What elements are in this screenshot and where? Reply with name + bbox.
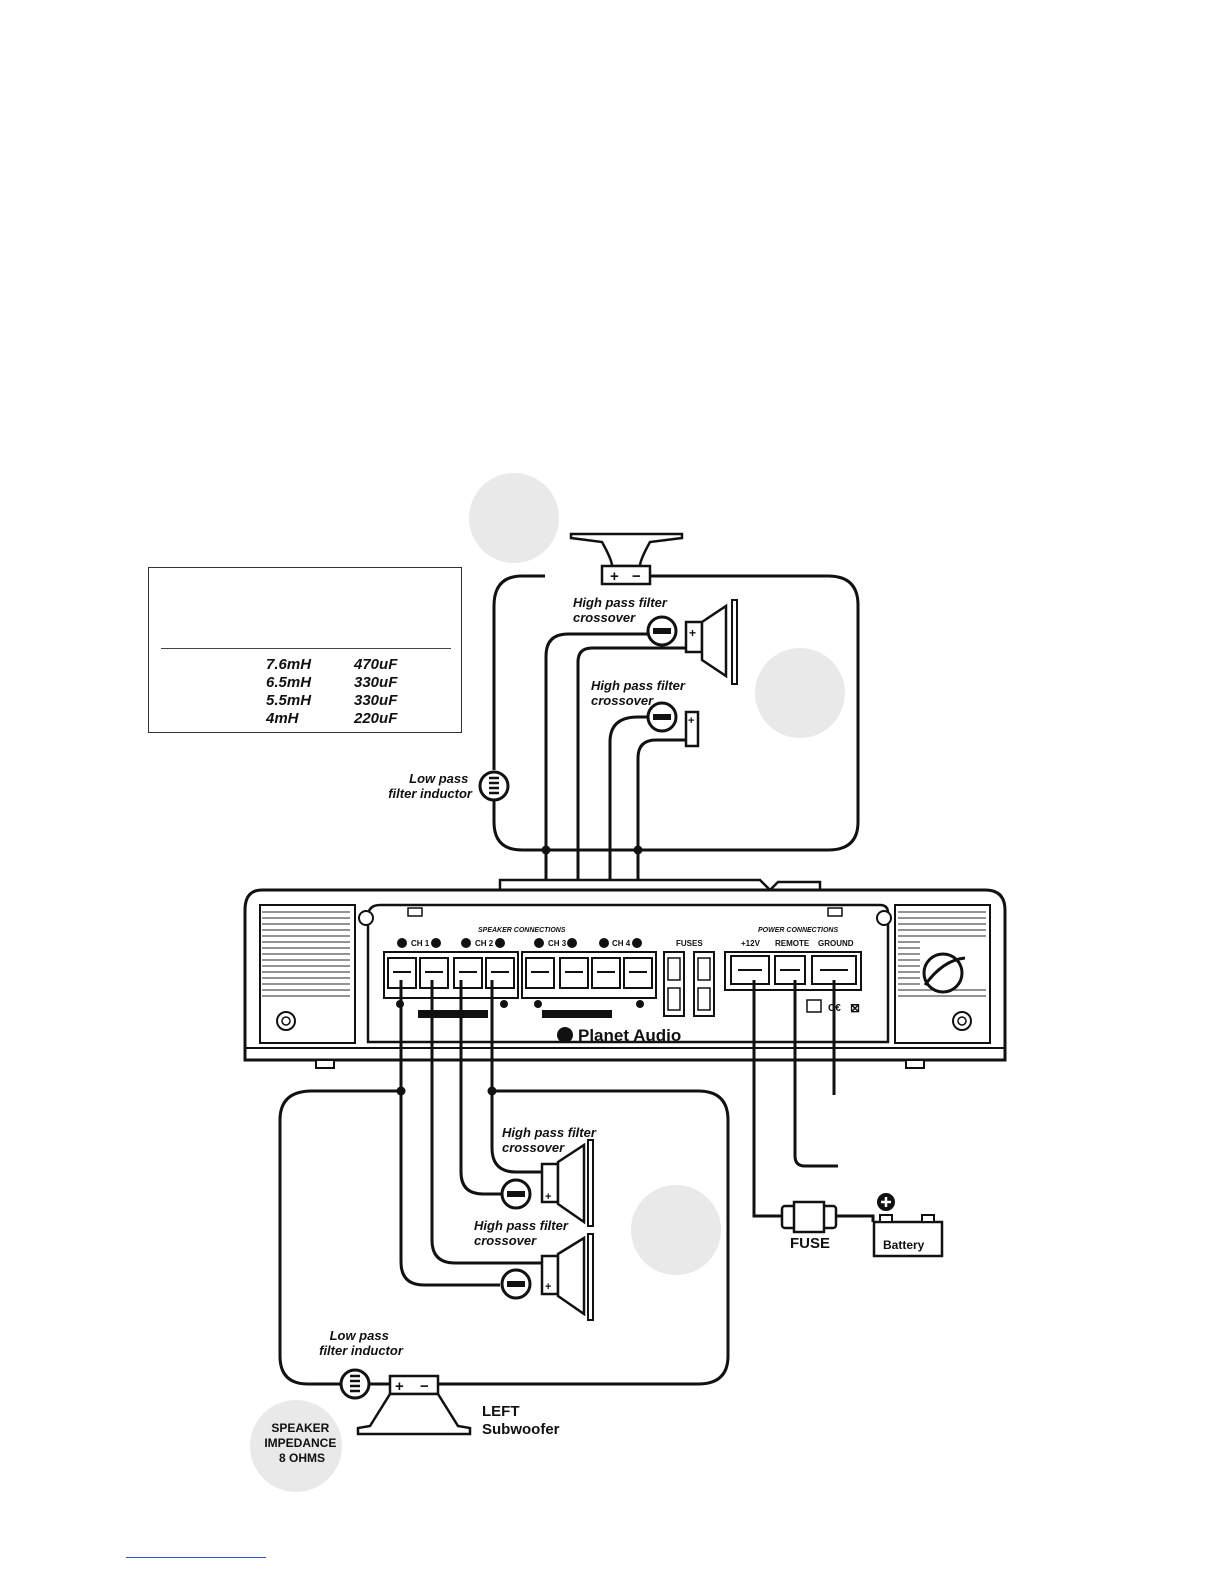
- heatsink-fins-left: [262, 911, 350, 997]
- junction-dot: [396, 1086, 406, 1096]
- junction-dot: [487, 1086, 497, 1096]
- channel-2-label: CH 2: [475, 939, 494, 948]
- impedance-label: SPEAKER IMPEDANCE 8 OHMS: [264, 1421, 339, 1465]
- svg-text:+: +: [545, 1281, 551, 1293]
- brand-name: Planet Audio: [578, 1026, 681, 1045]
- svg-text:−: −: [632, 568, 641, 585]
- bottom-midrange-speaker-2: +: [540, 1233, 594, 1321]
- inductor-value: 6.5mH: [266, 674, 312, 691]
- inductor-icon: [478, 770, 510, 802]
- inline-fuse: [780, 1200, 838, 1234]
- table-row: 5.5mH 330uF: [149, 692, 461, 710]
- svg-text:+: +: [395, 1378, 404, 1395]
- hp-crossover-label-3: High pass filter crossover: [502, 1125, 600, 1155]
- svg-text:+: +: [545, 1191, 551, 1203]
- footer-rule: [126, 1557, 266, 1558]
- lp-inductor-label-top: Low pass filter inductor: [388, 771, 473, 801]
- inductor-icon: [339, 1368, 371, 1400]
- impedance-bubble: [250, 1400, 342, 1492]
- top-subwoofer: + −: [569, 532, 684, 586]
- svg-text:+: +: [610, 568, 619, 585]
- table-divider: [161, 648, 451, 649]
- left-subwoofer: + −: [356, 1374, 472, 1436]
- table-row: 7.6mH 470uF: [149, 656, 461, 674]
- fuse-label: FUSE: [790, 1235, 830, 1252]
- fuses-label: FUSES: [676, 939, 703, 948]
- brand-logo-icon: [557, 1027, 573, 1043]
- capacitor-value: 330uF: [354, 692, 398, 709]
- junction-dot: [541, 845, 551, 855]
- svg-text:+: +: [689, 626, 696, 640]
- power-connections-label: POWER CONNECTIONS: [758, 927, 838, 934]
- planet-logo-icon: [922, 952, 964, 994]
- hp-crossover-label-1: High pass filter crossover: [573, 595, 671, 625]
- amplifier: SPEAKER CONNECTIONS POWER CONNECTIONS CH…: [243, 878, 1007, 1069]
- plus12v-label: +12V: [741, 939, 761, 948]
- svg-text:+: +: [688, 715, 694, 727]
- channel-1-label: CH 1: [411, 939, 430, 948]
- table-row: 4mH 220uF: [149, 710, 461, 728]
- bottom-midrange-speaker-1: +: [540, 1139, 594, 1227]
- screw-icon: [358, 910, 374, 926]
- inductor-value: 7.6mH: [266, 656, 312, 673]
- remote-label: REMOTE: [775, 939, 810, 948]
- left-subwoofer-label: LEFT Subwoofer: [482, 1403, 560, 1438]
- bubble: [631, 1185, 721, 1275]
- bottom-wiring: [278, 980, 875, 1386]
- screw-icon: [876, 910, 892, 926]
- bridged-mono-badge: [418, 1010, 488, 1018]
- crossover-value-table: 7.6mH 470uF 6.5mH 330uF 5.5mH 330uF 4mH …: [148, 567, 462, 733]
- table-row: 6.5mH 330uF: [149, 674, 461, 692]
- junction-dot: [633, 845, 643, 855]
- bridged-mono-badge: [542, 1010, 612, 1018]
- heatsink-fins-right: [898, 911, 986, 997]
- channel-3-label: CH 3: [548, 939, 567, 948]
- top-tweeter: +: [684, 710, 700, 748]
- ground-label: GROUND: [818, 939, 854, 948]
- bubble: [469, 473, 559, 563]
- speaker-connections-label: SPEAKER CONNECTIONS: [478, 927, 566, 934]
- top-midrange-speaker: +: [684, 599, 738, 685]
- capacitor-value: 220uF: [354, 710, 398, 727]
- lp-inductor-label-bottom: Low pass filter inductor: [319, 1328, 404, 1358]
- hp-crossover-label-4: High pass filter crossover: [474, 1218, 572, 1248]
- inductor-value: 4mH: [266, 710, 299, 727]
- battery: [872, 1193, 944, 1258]
- battery-label: Battery: [883, 1238, 925, 1252]
- channel-4-label: CH 4: [612, 939, 631, 948]
- svg-text:−: −: [420, 1378, 429, 1395]
- weee-bin-icon: ⊠: [850, 1001, 860, 1015]
- bubble: [755, 648, 845, 738]
- inductor-value: 5.5mH: [266, 692, 312, 709]
- hp-crossover-label-2: High pass filter crossover: [591, 678, 689, 708]
- approval-mark-icon: [806, 999, 822, 1013]
- capacitor-value: 470uF: [354, 656, 398, 673]
- capacitor-value: 330uF: [354, 674, 398, 691]
